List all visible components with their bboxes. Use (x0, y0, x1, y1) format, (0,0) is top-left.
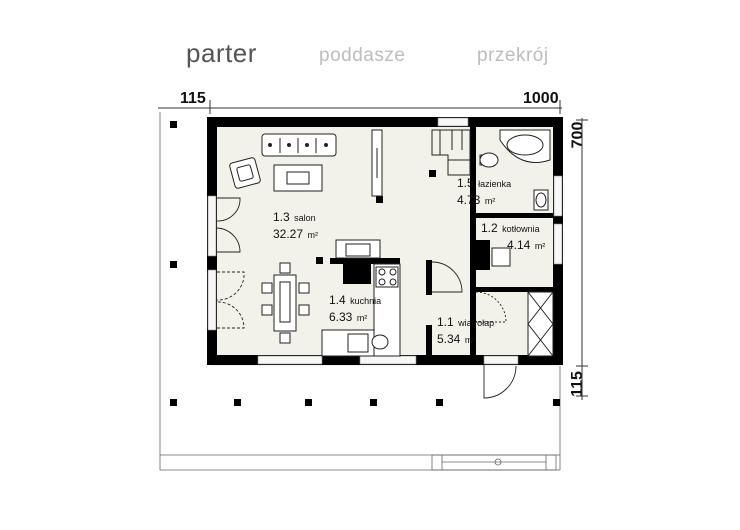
tab-parter[interactable]: parter (186, 38, 257, 68)
terrace-outline (159, 112, 561, 471)
coffee-table (273, 164, 323, 192)
room-label-wiatrolap: 1.1 wiatrołap 5.34 m² (437, 314, 494, 348)
dimension-top-left: 115 (180, 90, 206, 107)
room-number: 1.2 (481, 221, 498, 235)
wardrobe (527, 291, 554, 357)
room-area: 4.73 (457, 193, 481, 207)
terrace-steps (442, 458, 546, 466)
door-swings (216, 197, 517, 399)
tab-przekroj[interactable]: przekrój (477, 45, 549, 66)
room-name: wiatrołap (458, 318, 495, 328)
room-label-kotlownia: 1.2 kotłownia 4.14 m² (481, 220, 545, 254)
room-label-salon: 1.3 salon 32.27 m² (273, 209, 318, 243)
room-name: kotłownia (502, 224, 540, 234)
room-number: 1.5 (457, 176, 474, 190)
fireplace (335, 239, 381, 259)
interior-walls (330, 127, 553, 357)
room-area: 5.34 (437, 332, 461, 346)
room-number: 1.4 (329, 293, 346, 307)
wall-openings (207, 117, 563, 365)
room-unit: m² (464, 335, 476, 345)
sofa (261, 133, 337, 157)
room-unit: m² (356, 313, 368, 323)
room-number: 1.1 (437, 315, 454, 329)
room-name: salon (294, 213, 316, 223)
interior-posts (316, 170, 436, 264)
staircase (431, 129, 471, 176)
room-name: kuchnia (350, 296, 382, 306)
dimension-top-right: 1000 (523, 90, 559, 107)
room-area: 4.14 (507, 238, 531, 252)
armchair (229, 157, 261, 189)
dimension-lines (158, 100, 588, 400)
bathroom-fixtures (479, 129, 551, 211)
room-area: 32.27 (273, 227, 304, 241)
room-name: łazienka (478, 179, 512, 189)
room-unit: m² (307, 230, 318, 240)
room-unit: m² (534, 241, 546, 251)
room-number: 1.3 (273, 210, 290, 224)
room-label-lazienka: 1.5 łazienka 4.73 m² (457, 175, 511, 209)
dining-table (261, 262, 310, 344)
room-area: 6.33 (329, 310, 353, 324)
boiler (491, 247, 511, 267)
room-label-kuchnia: 1.4 kuchnia 6.33 m² (329, 292, 381, 326)
tab-poddasze[interactable]: poddasze (319, 45, 406, 66)
room-unit: m² (484, 196, 496, 206)
kitchen-counter (321, 263, 401, 357)
terrace-posts (170, 121, 560, 406)
